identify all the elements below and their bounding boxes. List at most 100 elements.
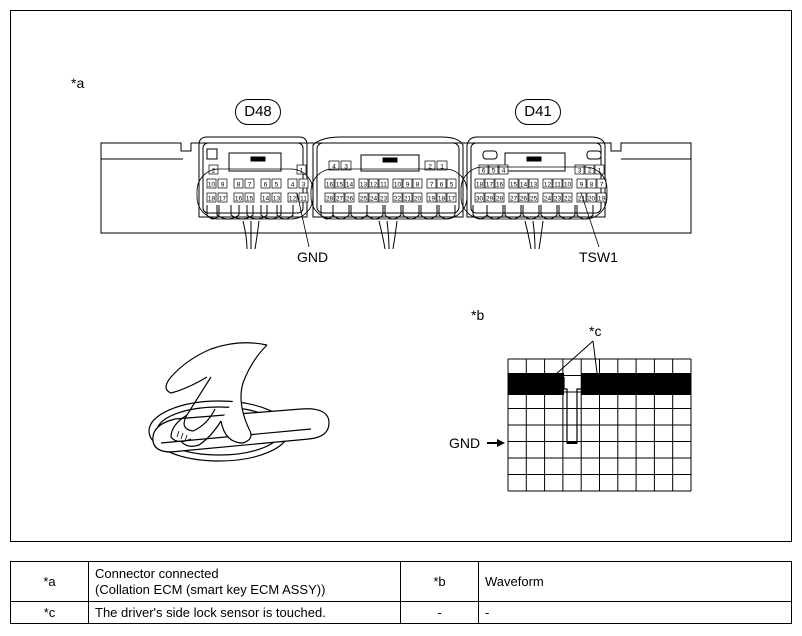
pin-number: 19 — [598, 196, 606, 203]
pin-cell — [474, 178, 485, 189]
label-a: *a — [71, 75, 85, 91]
pin-number: 5 — [450, 182, 454, 189]
legend-description: Waveform — [478, 561, 792, 602]
pin-cell — [518, 192, 529, 203]
legend-table: *a Connector connected (Collation ECM (s… — [10, 561, 792, 624]
pin-number: 6 — [264, 182, 268, 189]
pin-cell — [528, 192, 539, 203]
pin-number: 2 — [212, 168, 216, 175]
pin-cell — [596, 192, 607, 203]
pin-number: 9 — [580, 182, 584, 189]
label-c: *c — [589, 323, 602, 339]
pin-number: 1 — [440, 164, 444, 171]
pin-cell — [562, 192, 573, 203]
legend-key: *b — [400, 561, 479, 602]
pin-number: 13 — [273, 196, 281, 203]
pin-cell — [478, 164, 489, 175]
pin-cell — [488, 164, 499, 175]
pin-cell — [244, 178, 255, 189]
pin-number: 24 — [544, 196, 552, 203]
legend-row: *a Connector connected (Collation ECM (s… — [10, 561, 792, 602]
pin-number: 14 — [346, 182, 354, 189]
pin-number: 10 — [394, 182, 402, 189]
pin-cell — [328, 160, 340, 171]
pin-cell — [298, 178, 309, 189]
pin-number: 20 — [414, 196, 422, 203]
pin-number: 22 — [394, 196, 402, 203]
pin-number: 4 — [332, 164, 336, 171]
pin-cell — [494, 178, 505, 189]
pin-cell — [542, 192, 553, 203]
pin-number: 10 — [564, 182, 572, 189]
pin-number: 18 — [438, 196, 446, 203]
pin-number: 26 — [346, 196, 354, 203]
legend-key: *c — [10, 601, 89, 624]
pin-cell — [271, 192, 282, 203]
pin-number: 24 — [370, 196, 378, 203]
pin-number: 3 — [344, 164, 348, 171]
pin-number: 1 — [598, 168, 602, 175]
pin-cell — [518, 178, 529, 189]
pin-cell — [334, 178, 345, 189]
pin-number: 11 — [554, 182, 561, 189]
pin-number: 7 — [430, 182, 434, 189]
pin-cell — [446, 192, 457, 203]
pin-number: 16 — [235, 196, 243, 203]
pin-cell — [324, 178, 335, 189]
pin-number: 28 — [326, 196, 334, 203]
pin-cell — [358, 192, 369, 203]
pin-number: 6 — [440, 182, 444, 189]
pin-cell — [484, 192, 495, 203]
pin-number: 17 — [486, 182, 494, 189]
pin-number: 2 — [428, 164, 432, 171]
pin-number: 12 — [289, 196, 297, 203]
pin-cell — [412, 192, 423, 203]
pin-cell — [260, 192, 271, 203]
label-b: *b — [471, 307, 485, 323]
pin-number: 7 — [248, 182, 252, 189]
pin-number: 20 — [588, 196, 596, 203]
legend-row: *c The driver's side lock sensor is touc… — [10, 601, 792, 624]
gnd-pin-label: GND — [297, 249, 329, 265]
pin-number: 2 — [588, 168, 592, 175]
pin-number: 14 — [262, 196, 270, 203]
pin-highlights — [196, 166, 608, 248]
pin-cell — [586, 178, 597, 189]
pin-number: 30 — [476, 196, 484, 203]
pin-cell — [206, 178, 217, 189]
pin-cell — [344, 178, 355, 189]
pin-cell — [287, 192, 298, 203]
legend-key: *a — [10, 561, 89, 602]
legend-description: - — [478, 601, 792, 624]
pin-number: 23 — [554, 196, 562, 203]
pin-cell — [402, 178, 413, 189]
pin-number: 26 — [520, 196, 528, 203]
pin-number: 8 — [237, 182, 241, 189]
pin-number: 25 — [360, 196, 368, 203]
waveform-trace — [508, 373, 691, 444]
pin-cell — [584, 164, 595, 175]
pin-number: 21 — [578, 196, 586, 203]
pin-number: 14 — [520, 182, 528, 189]
pin-cell — [260, 178, 271, 189]
pin-number: 15 — [246, 196, 254, 203]
legend-key: - — [400, 601, 479, 624]
pin-cell — [562, 178, 573, 189]
pin-cell — [412, 178, 423, 189]
pin-cell — [528, 178, 539, 189]
pin-number: 13 — [530, 182, 538, 189]
legend-description-line: Connector connected — [95, 565, 219, 581]
pin-number: 12 — [544, 182, 552, 189]
legend-description: Connector connected (Collation ECM (smar… — [88, 561, 401, 602]
pin-number: 25 — [530, 196, 538, 203]
pin-number: 27 — [336, 196, 344, 203]
pin-number: 13 — [360, 182, 368, 189]
waveform-gnd-label: GND — [449, 435, 481, 451]
pin-number: 8 — [590, 182, 594, 189]
pin-number: 1 — [300, 168, 304, 175]
pin-cell — [392, 178, 403, 189]
pin-cell — [484, 178, 495, 189]
pin-number: 16 — [496, 182, 504, 189]
